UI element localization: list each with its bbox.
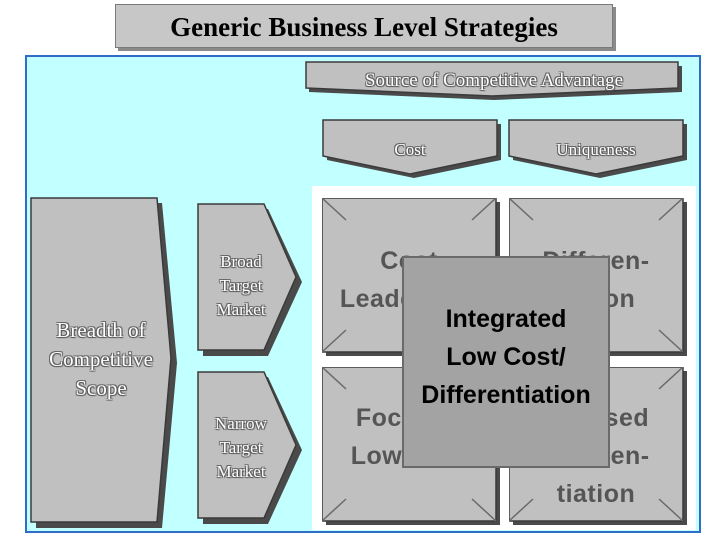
scope-arrow: Breadth of Competitive Scope bbox=[30, 197, 177, 528]
scope-label-line-3: Scope bbox=[75, 376, 127, 400]
narrow-target-label: Narrow Target Market bbox=[198, 412, 284, 484]
scope-label-line-1: Breadth of bbox=[56, 318, 146, 342]
cost-shape bbox=[322, 119, 501, 178]
integrated-strategy-box: Integrated Low Cost/ Differentiation bbox=[402, 256, 610, 468]
broad-target-label: Broad Target Market bbox=[198, 250, 284, 322]
broad-label-line-2: Target bbox=[219, 276, 263, 295]
page-title: Generic Business Level Strategies bbox=[115, 4, 613, 48]
uniqueness-shape bbox=[508, 119, 687, 178]
narrow-label-line-2: Target bbox=[219, 438, 263, 457]
narrow-label-line-3: Market bbox=[216, 462, 266, 481]
scope-label: Breadth of Competitive Scope bbox=[31, 316, 171, 403]
focused-differentiation-line-3: tiation bbox=[556, 480, 636, 508]
cost-header: Cost bbox=[322, 119, 501, 178]
narrow-target-arrow: Narrow Target Market bbox=[197, 371, 302, 524]
scope-shape bbox=[30, 197, 177, 528]
broad-label-line-3: Market bbox=[216, 300, 266, 319]
banner-shape bbox=[305, 61, 682, 100]
source-advantage-banner: Source of Competitive Advantage bbox=[305, 61, 682, 100]
scope-label-line-2: Competitive bbox=[49, 347, 153, 371]
integrated-line-3: Differentiation bbox=[421, 381, 591, 409]
source-advantage-label: Source of Competitive Advantage bbox=[364, 70, 624, 91]
broad-target-shape bbox=[197, 203, 302, 356]
integrated-line-1: Integrated bbox=[445, 305, 567, 333]
integrated-label: Integrated Low Cost/ Differentiation bbox=[404, 300, 608, 414]
uniqueness-label: Uniqueness bbox=[556, 140, 636, 159]
narrow-label-line-1: Narrow bbox=[215, 414, 267, 433]
broad-target-arrow: Broad Target Market bbox=[197, 203, 302, 356]
cost-label: Cost bbox=[394, 140, 426, 159]
narrow-target-shape bbox=[197, 371, 302, 524]
broad-label-line-1: Broad bbox=[220, 252, 262, 271]
integrated-line-2: Low Cost/ bbox=[446, 343, 566, 371]
uniqueness-header: Uniqueness bbox=[508, 119, 687, 178]
